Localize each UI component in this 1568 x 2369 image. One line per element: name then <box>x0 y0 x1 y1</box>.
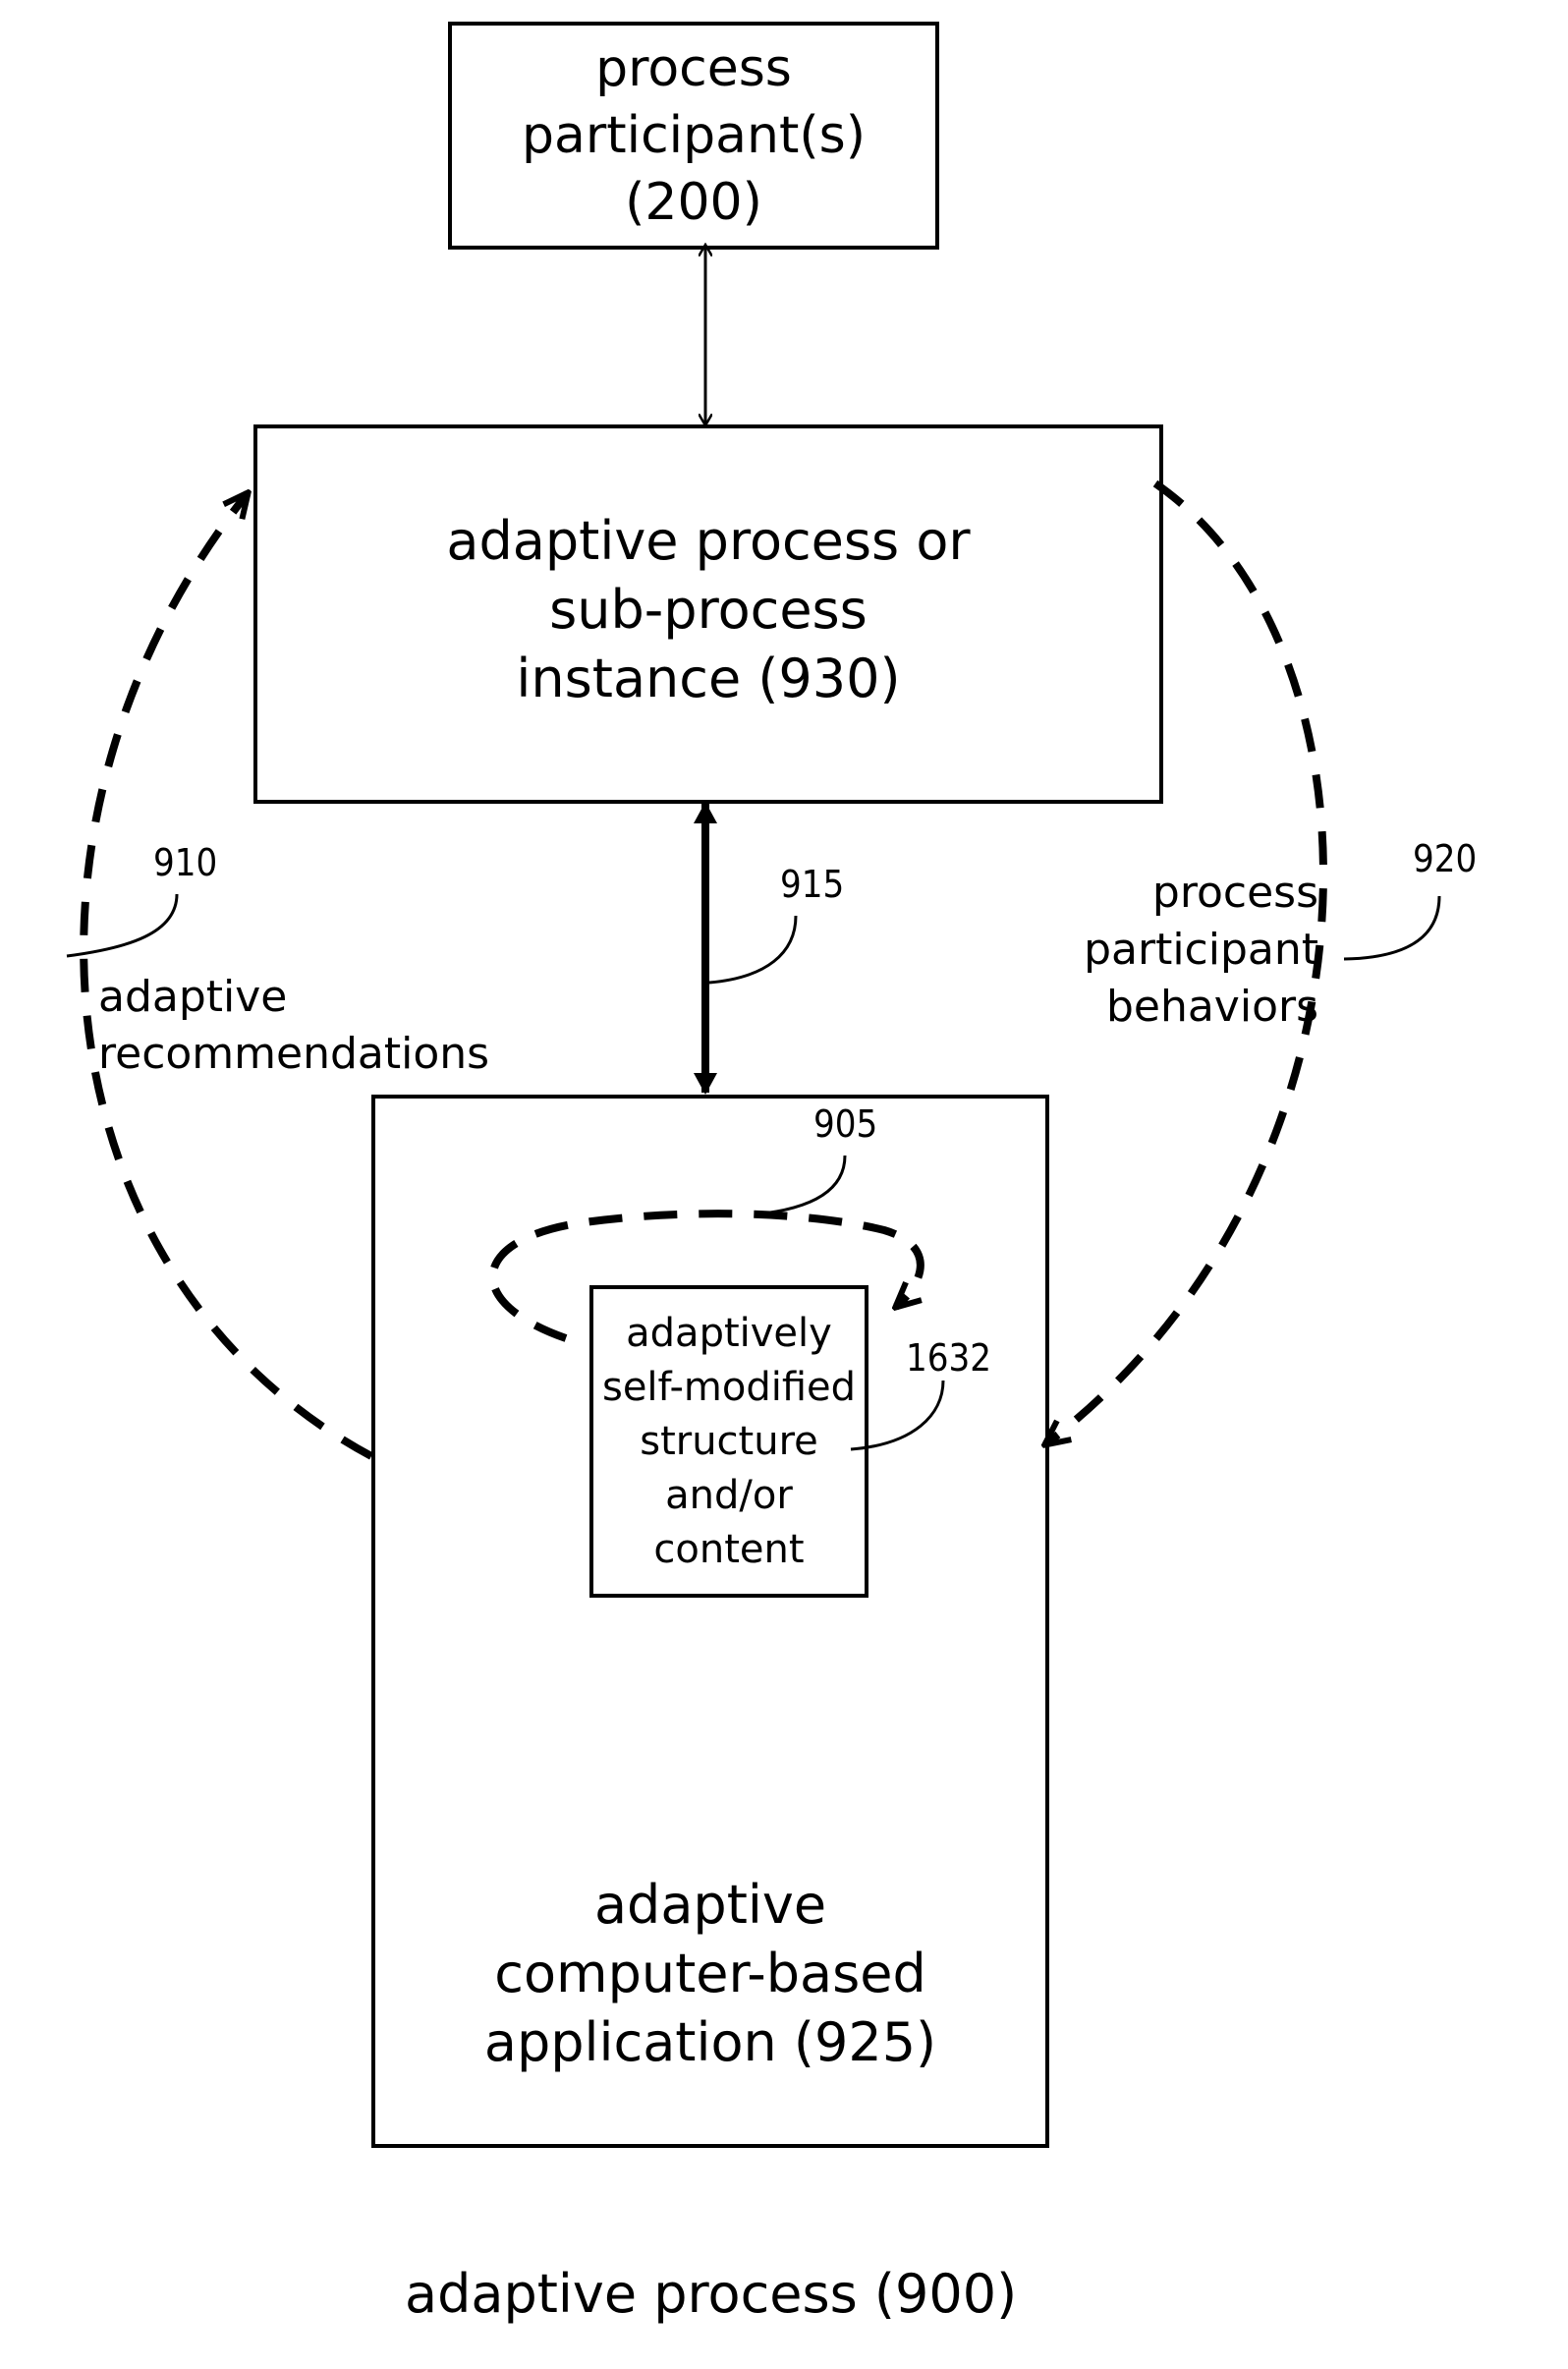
recommendations-line-2: recommendations <box>98 1026 489 1083</box>
inner-line-4: and/or <box>665 1469 793 1523</box>
application-box: adaptive computer-based application (925… <box>371 1095 1049 2148</box>
participants-line-2: participant(s) <box>522 102 866 169</box>
process-participants-box: process participant(s) (200) <box>448 22 939 250</box>
instance-line-3: instance (930) <box>516 645 900 713</box>
participants-line-3: (200) <box>625 169 762 236</box>
ref-915: 915 <box>780 863 844 906</box>
instance-line-1: adaptive process or <box>446 507 970 576</box>
application-line-2: computer-based <box>494 1940 925 2008</box>
process-instance-box: adaptive process or sub-process instance… <box>253 424 1163 804</box>
application-line-1: adaptive <box>594 1871 826 1940</box>
inner-line-5: content <box>653 1523 804 1577</box>
behaviors-line-3: behaviors <box>1079 979 1318 1036</box>
ref-920: 920 <box>1413 837 1477 880</box>
recommendations-line-1: adaptive <box>98 969 489 1026</box>
inner-line-1: adaptively <box>626 1307 832 1361</box>
behaviors-line-2: participant <box>1079 922 1318 979</box>
application-line-3: application (925) <box>484 2008 936 2077</box>
participants-line-1: process <box>595 35 792 102</box>
inner-line-2: self-modified <box>602 1361 856 1415</box>
ref-910: 910 <box>153 841 217 884</box>
recommendations-label: adaptive recommendations <box>98 969 489 1083</box>
ref-1632: 1632 <box>906 1336 991 1380</box>
self-modified-structure-box: adaptively self-modified structure and/o… <box>589 1285 868 1598</box>
figure-caption: adaptive process (900) <box>405 2260 1017 2329</box>
behaviors-line-1: process <box>1079 865 1318 922</box>
ref-905: 905 <box>813 1102 877 1146</box>
behaviors-label: process participant behaviors <box>1079 865 1318 1036</box>
inner-line-3: structure <box>640 1415 818 1469</box>
leader-915 <box>709 916 796 983</box>
instance-line-2: sub-process <box>549 576 868 645</box>
leader-920 <box>1344 896 1439 959</box>
